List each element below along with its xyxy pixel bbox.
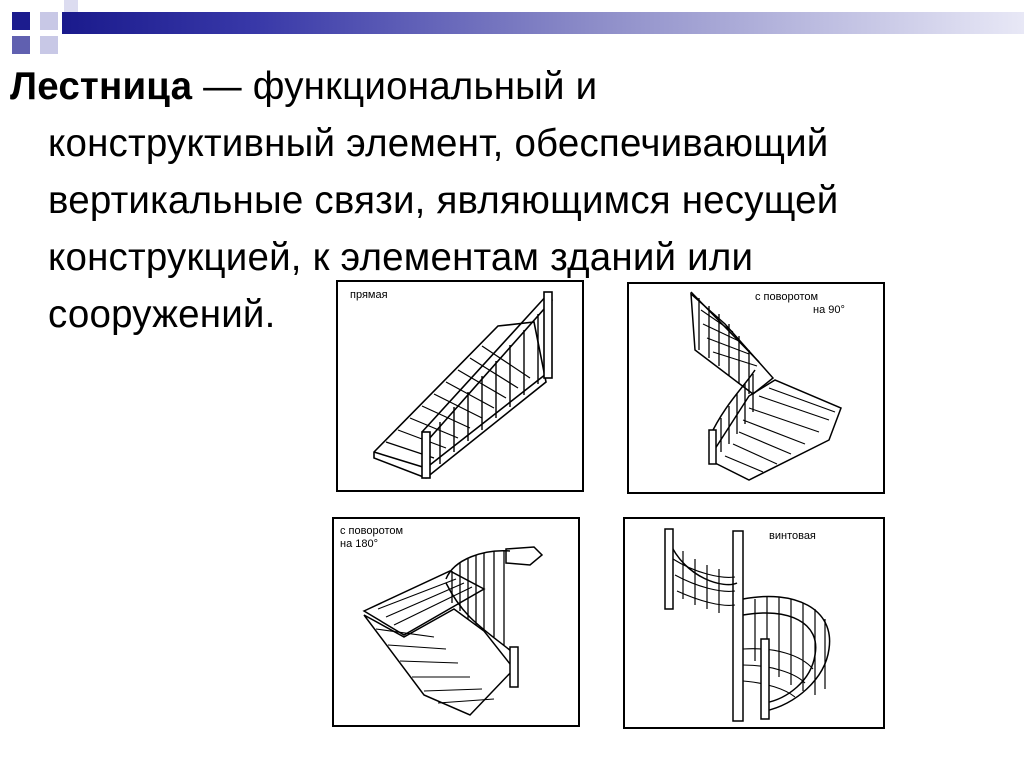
definition-line-2: конструктивный элемент, обеспечивающий (48, 122, 829, 165)
label-turn-180-line1: с поворотом (340, 525, 404, 537)
deco-square-blue (12, 36, 30, 54)
panel-straight-stair: прямая (336, 280, 584, 492)
label-turn-180-line2: на 180° (340, 538, 379, 550)
label-straight: прямая (350, 289, 388, 301)
definition-line-1: Лестница — функциональный и (10, 65, 598, 108)
definition-term: Лестница (10, 65, 193, 108)
definition-text: Лестница — функциональный и конструктивн… (10, 58, 1010, 343)
straight-stair-illustration (373, 291, 554, 479)
deco-square-pale-small (40, 36, 58, 54)
panel-turn-90-stair: с поворотом на 90° (627, 282, 885, 494)
deco-square-navy (12, 12, 30, 30)
label-turn-90-line2: на 90° (813, 304, 845, 316)
spiral-stair-illustration (664, 528, 831, 722)
title-gradient-bar (62, 12, 1024, 34)
definition-line-3: вертикальные связи, являющимся несущей (48, 179, 839, 222)
definition-line-5: сооружений. (48, 293, 276, 336)
panel-spiral-stair: винтовая (623, 517, 885, 729)
deco-square-pale (40, 12, 58, 30)
label-spiral: винтовая (769, 530, 816, 542)
deco-square-white (64, 0, 78, 12)
label-turn-90-line1: с поворотом (755, 291, 819, 303)
turn-90-stair-illustration (690, 291, 842, 481)
definition-line-4: конструкцией, к элементам зданий или (48, 236, 754, 279)
panel-turn-180-stair: с поворотом на 180° (332, 517, 580, 727)
turn-180-stair-illustration (362, 546, 544, 716)
